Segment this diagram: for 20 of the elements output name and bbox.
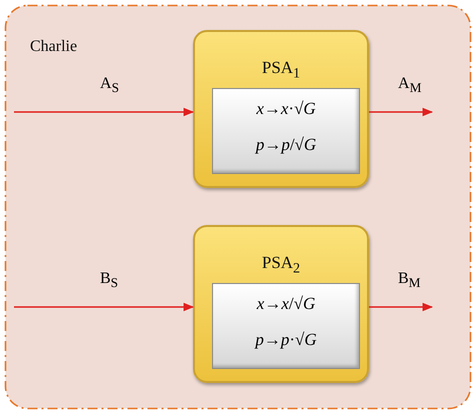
arrow [14,108,194,116]
region-label: Charlie [30,38,78,56]
box-title: PSA$_{2}$ [260,253,302,278]
process-box [193,225,369,383]
process-box [193,30,369,188]
arrow [369,108,434,116]
box-title: PSA$_{1}$ [260,58,302,82]
edge-label: A$_{S}$ [100,75,119,96]
arrow [369,302,434,312]
edge-label: A$_{M}$ [398,75,422,96]
formula: p→p·√G [254,330,318,350]
formula: x→x/√G [256,294,316,314]
formula-box [212,283,360,369]
arrow [14,302,194,312]
edge-label: B$_{S}$ [100,270,118,292]
group-region [4,4,472,410]
formula: p→p/√G [254,135,318,155]
edge-label: B$_{M}$ [398,270,421,292]
formula-box [212,88,360,174]
formula: x→x·√G [255,99,317,119]
